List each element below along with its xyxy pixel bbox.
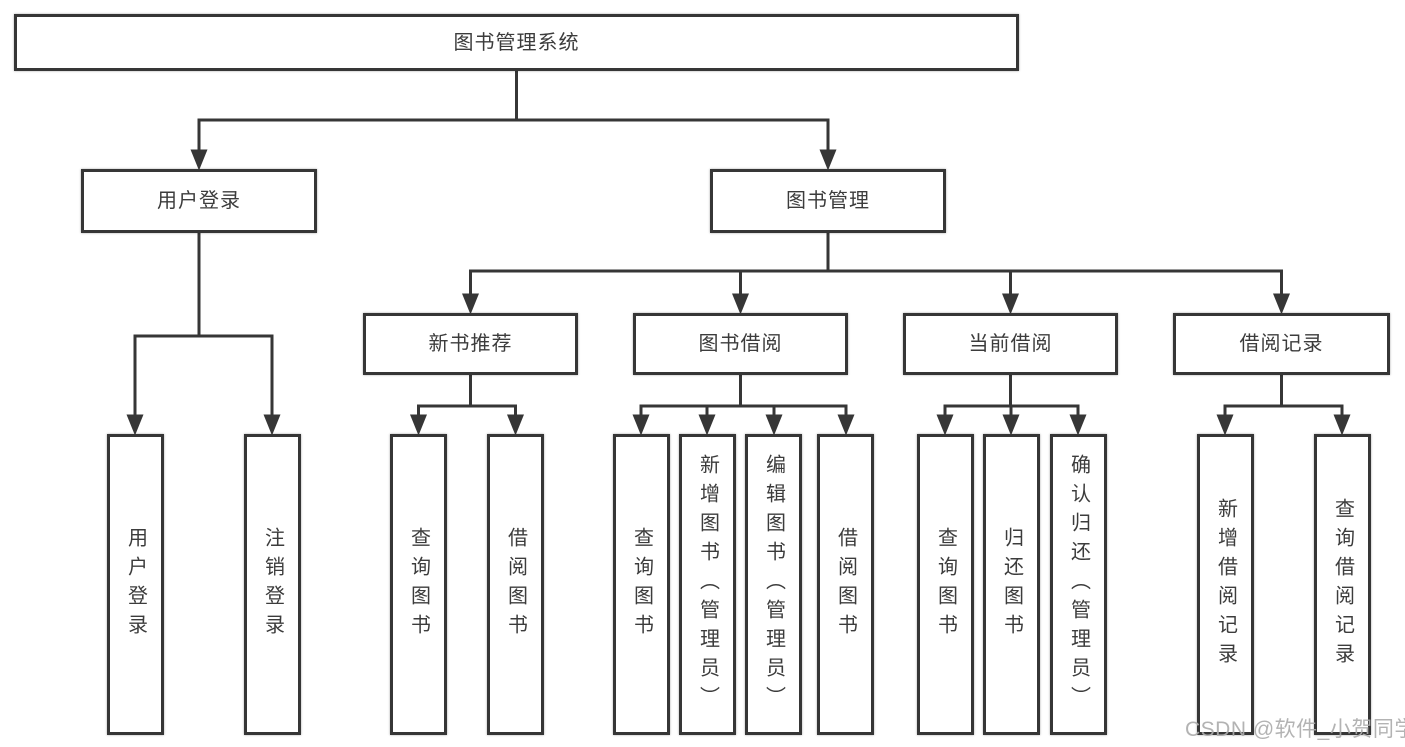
node-current-borrowing: 当前借阅 [903,313,1118,375]
leaf-label: 查询图书 [934,526,957,643]
csdn-watermark: CSDN @软件_小贺同学 [1185,718,1405,741]
leaf-records-add-borrow-record: 新增借阅记录 [1197,434,1254,735]
leaf-borrowing-query-books: 查询图书 [613,434,670,735]
leaf-label: 确认归还（管理员） [1067,454,1090,715]
leaf-label: 注销登录 [261,526,284,643]
leaf-label: 查询借阅记录 [1331,497,1354,672]
leaf-recommend-borrow-books: 借阅图书 [487,434,544,735]
node-label: 新书推荐 [428,333,513,355]
leaf-records-query-borrow-record: 查询借阅记录 [1314,434,1371,735]
node-book-borrowing: 图书借阅 [633,313,848,375]
leaf-current-return-books: 归还图书 [983,434,1040,735]
node-label: 图书管理系统 [453,31,580,54]
leaf-user-login: 用户登录 [107,434,164,735]
leaf-recommend-query-books: 查询图书 [390,434,447,735]
leaf-borrowing-borrow-books: 借阅图书 [817,434,874,735]
leaf-borrowing-edit-books-admin: 编辑图书（管理员） [745,434,802,735]
leaf-label: 借阅图书 [834,526,857,643]
node-library-management-system: 图书管理系统 [14,14,1019,71]
node-label: 当前借阅 [968,333,1053,355]
connector-lines [133,69,1344,420]
node-label: 用户登录 [157,190,241,212]
leaf-logout: 注销登录 [244,434,301,735]
leaf-label: 新增借阅记录 [1214,497,1237,672]
leaf-borrowing-add-books-admin: 新增图书（管理员） [679,434,736,735]
leaf-current-query-books: 查询图书 [917,434,974,735]
leaf-label: 编辑图书（管理员） [762,454,785,715]
node-new-book-recommend: 新书推荐 [363,313,578,375]
leaf-label: 查询图书 [630,526,653,643]
leaf-current-confirm-return-admin: 确认归还（管理员） [1050,434,1107,735]
node-label: 图书借阅 [698,333,783,355]
leaf-label: 借阅图书 [504,526,527,643]
node-book-management: 图书管理 [710,169,946,233]
leaf-label: 用户登录 [124,526,147,643]
node-label: 图书管理 [786,190,870,212]
node-user-login: 用户登录 [81,169,317,233]
leaf-label: 新增图书（管理员） [696,454,719,715]
leaf-label: 归还图书 [1000,526,1023,643]
node-label: 借阅记录 [1239,333,1324,355]
node-borrowing-records: 借阅记录 [1173,313,1390,375]
leaf-label: 查询图书 [407,526,430,643]
